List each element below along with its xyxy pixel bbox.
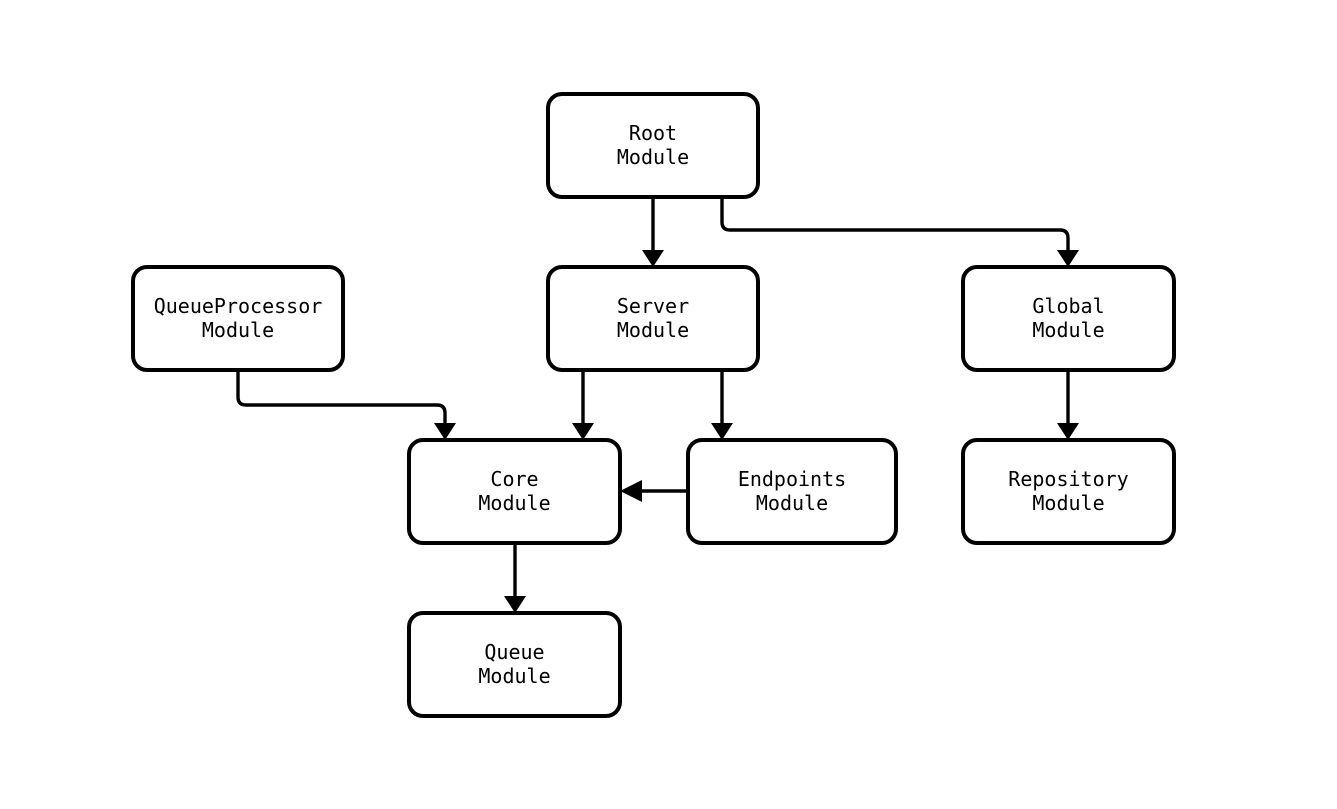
queueprocessor-module-node-label-line1: QueueProcessor	[154, 294, 323, 318]
edge-root-to-server	[642, 197, 664, 267]
root-module-node-label-line1: Root	[629, 121, 677, 145]
edge-server-to-endpoints	[711, 370, 733, 440]
global-module-node-label-line1: Global	[1032, 294, 1104, 318]
edge-endpoints-to-core	[620, 480, 688, 502]
server-module-node-label-line2: Module	[617, 318, 689, 342]
server-module-node-label-line1: Server	[617, 294, 689, 318]
edge-queueprocessor-to-core-line	[236, 370, 447, 425]
edge-root-to-global	[720, 197, 1079, 267]
edge-server-to-endpoints-arrowhead	[711, 423, 733, 440]
queue-module-node-box[interactable]	[407, 611, 622, 718]
server-module-node-box[interactable]	[546, 265, 760, 372]
edge-root-to-server-arrowhead	[642, 250, 664, 267]
endpoints-module-node-label-line2: Module	[756, 491, 828, 515]
edge-queueprocessor-to-core	[236, 370, 456, 440]
repository-module-node-box[interactable]	[961, 438, 1176, 545]
core-module-node-label-line1: Core	[490, 467, 538, 491]
queue-module-node-label-line2: Module	[478, 664, 550, 688]
edge-root-to-global-arrowhead	[1057, 250, 1079, 267]
queueprocessor-module-node-label-line2: Module	[202, 318, 274, 342]
edge-endpoints-to-core-arrowhead	[620, 480, 642, 502]
endpoints-module-node-box[interactable]	[686, 438, 898, 545]
edge-server-to-core	[572, 370, 594, 440]
endpoints-module-node-label-line1: Endpoints	[738, 467, 846, 491]
edge-queueprocessor-to-core-arrowhead	[434, 423, 456, 440]
core-module-node-box[interactable]	[407, 438, 622, 545]
edge-global-to-repository-arrowhead	[1057, 423, 1079, 440]
edge-global-to-repository	[1057, 370, 1079, 440]
root-module-node-label-line2: Module	[617, 145, 689, 169]
edge-root-to-global-line	[720, 197, 1070, 252]
root-module-node-box[interactable]	[546, 92, 760, 199]
edge-core-to-queue	[504, 543, 526, 613]
global-module-node-box[interactable]	[961, 265, 1176, 372]
core-module-node-label-line2: Module	[478, 491, 550, 515]
repository-module-node-label-line1: Repository	[1008, 467, 1128, 491]
queue-module-node-label-line1: Queue	[484, 640, 544, 664]
edges-layer	[236, 197, 1079, 613]
queueprocessor-module-node-box[interactable]	[131, 265, 345, 372]
global-module-node-label-line2: Module	[1032, 318, 1104, 342]
repository-module-node-label-line2: Module	[1032, 491, 1104, 515]
edge-server-to-core-arrowhead	[572, 423, 594, 440]
edge-core-to-queue-arrowhead	[504, 596, 526, 613]
nodes-layer: RootModuleQueueProcessorModuleServerModu…	[131, 92, 1176, 718]
